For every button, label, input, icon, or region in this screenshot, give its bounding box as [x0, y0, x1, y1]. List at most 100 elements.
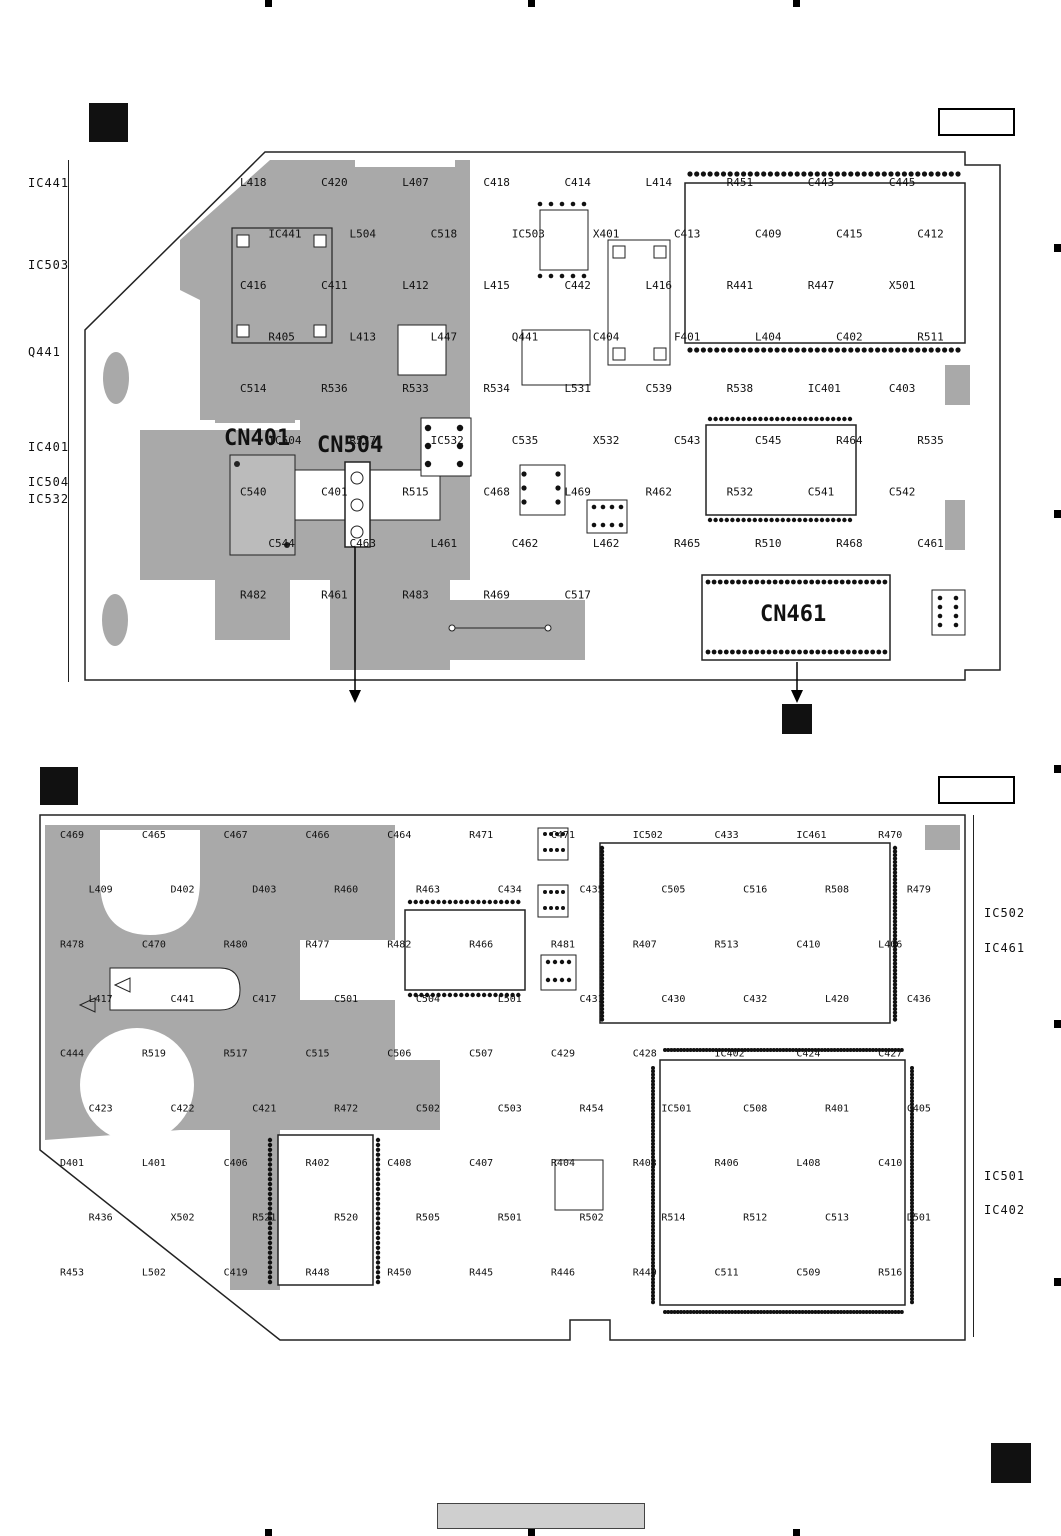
pin-pad [682, 1048, 687, 1052]
pin-pad [714, 1310, 719, 1314]
pin-pad [852, 579, 857, 585]
pin-pad [948, 171, 954, 177]
pin-pad [821, 347, 827, 353]
component-designator: C545 [755, 434, 782, 447]
pin-pad [666, 1048, 671, 1052]
pin-pad [826, 1310, 831, 1314]
pin-pad [720, 347, 727, 353]
component-designator: R534 [483, 382, 510, 395]
pin-pad [543, 906, 547, 910]
pin-pad [599, 891, 605, 896]
component-designator: C423 [89, 1103, 113, 1114]
pin-pad [910, 1300, 914, 1305]
pin-pad [470, 899, 475, 905]
component-designator: D401 [60, 1158, 84, 1169]
pin-pad [910, 1198, 914, 1202]
component-designator: R462 [646, 485, 673, 498]
pin-pad [841, 171, 847, 177]
pin-pad [892, 866, 898, 872]
pin-pad [784, 579, 790, 585]
pin-pad [910, 1234, 914, 1239]
pin-pad [267, 1177, 273, 1182]
component-designator: C444 [60, 1049, 84, 1060]
component-designator: R512 [743, 1213, 767, 1224]
pin-pad [876, 649, 882, 655]
pin-pad [430, 899, 435, 905]
pin-pad [651, 1280, 655, 1285]
pin-pad [892, 961, 898, 966]
pin-pad [772, 649, 778, 655]
pin-pad [766, 579, 772, 585]
pin-pad [739, 1310, 744, 1314]
pin-pad [651, 1184, 655, 1189]
pin-pad [910, 1201, 914, 1206]
pin-pad [375, 1221, 381, 1226]
pin-pad [808, 517, 813, 523]
pin-pad [521, 485, 527, 491]
pin-pad [855, 1048, 859, 1052]
pin-pad [816, 1048, 821, 1052]
pin-pad [887, 1310, 891, 1314]
pin-pad [910, 1122, 914, 1127]
pin-pad [741, 416, 746, 422]
component-designator: L420 [825, 994, 849, 1005]
pin-pad [599, 852, 605, 858]
component-designator: L418 [240, 176, 267, 189]
pin-pad [267, 1265, 273, 1270]
pin-pad [797, 517, 802, 523]
pin-pad [910, 1178, 914, 1183]
pin-pad [851, 1310, 856, 1314]
pin-pad [267, 1186, 273, 1192]
registration-mark [265, 0, 272, 7]
pin-pad [910, 1214, 914, 1219]
pin-pad [375, 1162, 381, 1167]
pin-pad [599, 912, 605, 917]
pin-pad [892, 1013, 898, 1019]
pin-pad [910, 1141, 914, 1146]
pin-pad [651, 1092, 655, 1097]
component-designator: C507 [469, 1049, 493, 1060]
pin-pad [521, 499, 527, 505]
pin-pad [719, 517, 724, 523]
pin-pad [892, 877, 898, 882]
pin-pad [813, 1048, 818, 1052]
pin-pad [267, 1240, 273, 1246]
pin-pad [834, 347, 841, 353]
pin-pad [375, 1191, 381, 1197]
pin-pad [724, 416, 729, 422]
pin-pad [723, 649, 729, 655]
pin-pad [599, 898, 605, 903]
pin-pad [599, 989, 605, 994]
pin-pad [711, 649, 717, 655]
pin-pad [651, 1132, 655, 1136]
pin-pad [599, 961, 605, 966]
pin-pad [651, 1072, 655, 1077]
pin-pad [651, 1227, 655, 1232]
pin-pad [803, 579, 808, 585]
pin-pad [717, 1048, 722, 1052]
pin-pad [854, 347, 861, 353]
component-designator: R521 [252, 1213, 276, 1224]
pin-pad [476, 992, 481, 998]
pin-pad [375, 1137, 381, 1143]
pin-pad [892, 1017, 898, 1022]
pin-pad [651, 1165, 655, 1169]
pin-pad [735, 416, 741, 422]
pin-pad [888, 171, 894, 177]
pin-pad [747, 517, 752, 523]
component-designator: L407 [402, 176, 429, 189]
component-designator: R501 [498, 1213, 522, 1224]
pin-pad [910, 1145, 914, 1150]
pin-pad [765, 1310, 770, 1314]
pin-pad [839, 1048, 843, 1052]
pin-pad [910, 1085, 914, 1090]
pin-pad [892, 992, 898, 998]
pin-pad [555, 890, 559, 894]
pin-pad [651, 1178, 655, 1183]
pin-pad [892, 943, 898, 949]
component-designator: C441 [170, 994, 194, 1005]
pin-pad [775, 416, 780, 422]
pin-pad [839, 1310, 843, 1314]
pin-pad [651, 1231, 655, 1235]
component-designator: L531 [564, 382, 591, 395]
